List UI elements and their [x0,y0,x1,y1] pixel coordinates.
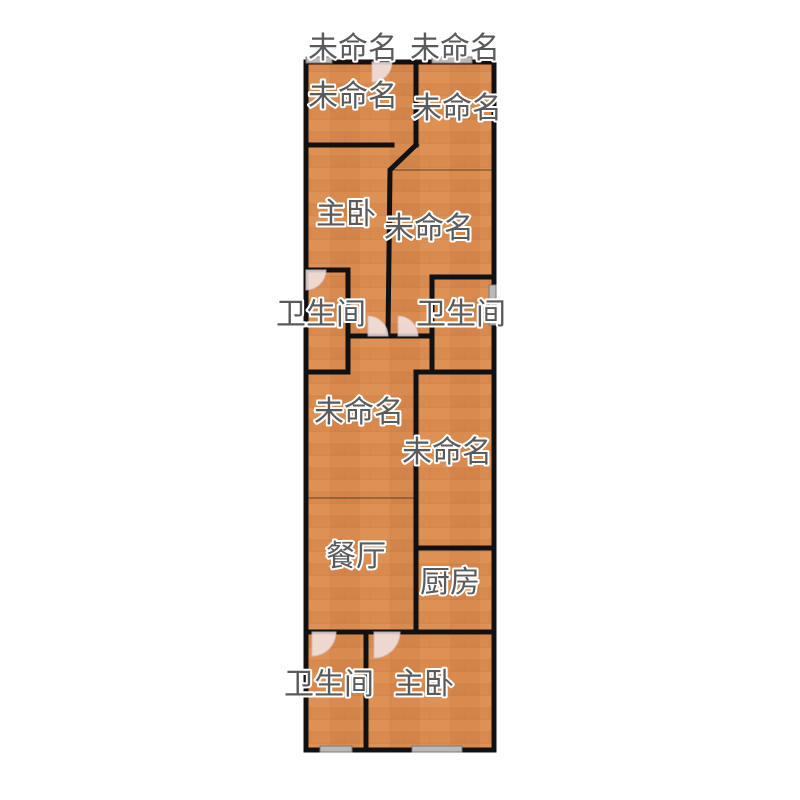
room-label-master-bedroom-1: 主卧 [316,197,376,232]
room-label-kitchen: 厨房 [420,565,480,600]
room-labels: 未命名 未命名 未命名 未命名 主卧 未命名 卫生间 卫生间 未命名 未命名 餐… [274,29,508,704]
room-label-unnamed-7: 未命名 [402,435,492,470]
doors [305,61,419,659]
room-label-bathroom-2: 卫生间 [416,297,506,332]
room-label-unnamed-4: 未命名 [412,91,502,126]
room-label-unnamed-5: 未命名 [384,211,474,246]
windows [305,56,497,753]
room-label-bathroom-1: 卫生间 [276,297,366,332]
room-label-master-bedroom-2: 主卧 [394,667,454,702]
room-label-bathroom-3: 卫生间 [284,667,374,702]
room-label-unnamed-1: 未命名 [308,31,398,66]
room-label-dining-room: 餐厅 [326,539,386,574]
walls [303,59,497,753]
room-label-unnamed-6: 未命名 [314,395,404,430]
room-label-unnamed-2: 未命名 [410,31,500,66]
room-label-unnamed-3: 未命名 [308,79,398,114]
